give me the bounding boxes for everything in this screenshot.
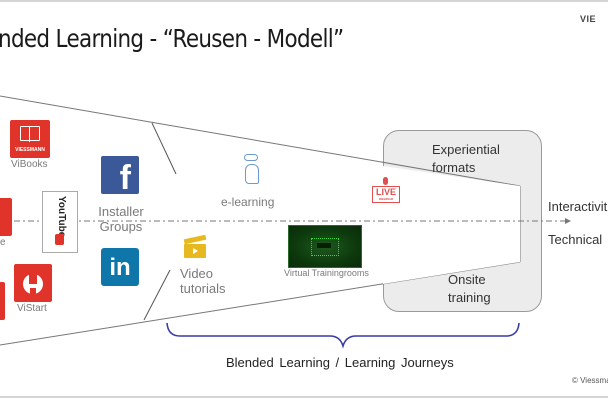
webinar-text: WEBINAR bbox=[378, 197, 394, 201]
virtual-trainingroom-image[interactable] bbox=[288, 225, 362, 268]
inner-top-line bbox=[151, 122, 177, 175]
partial-app-label: e bbox=[0, 237, 6, 248]
vistart-icon[interactable] bbox=[14, 264, 52, 302]
bottom-divider bbox=[0, 396, 608, 398]
technical-label: Technical bbox=[548, 232, 603, 247]
training-line: training bbox=[448, 290, 491, 305]
facebook-icon[interactable]: f bbox=[101, 156, 139, 194]
onsite-line: Onsite bbox=[448, 272, 486, 287]
blended-learning-label: Blended Learning / Learning Journeys bbox=[226, 355, 454, 370]
tutorials-line: tutorials bbox=[180, 281, 226, 296]
brace-icon bbox=[166, 322, 520, 349]
experiential-formats-label: Experiential formats bbox=[432, 141, 500, 177]
linkedin-icon[interactable]: in bbox=[101, 248, 139, 286]
experiential-line: Experiential bbox=[432, 142, 500, 157]
formats-line: formats bbox=[432, 160, 476, 175]
funnel-top-edge bbox=[0, 95, 521, 187]
youtube-label: YouTube bbox=[56, 196, 67, 238]
viessmann-logo: VIE bbox=[580, 14, 597, 24]
inner-bottom-line bbox=[143, 269, 171, 321]
installer-line: Installer bbox=[98, 204, 144, 219]
onsite-training-label: Onsite training bbox=[448, 271, 491, 307]
vibooks-badge: VIESSMANN bbox=[15, 147, 45, 153]
facebook-glyph: f bbox=[119, 159, 131, 194]
linkedin-glyph: in bbox=[109, 254, 131, 281]
top-divider bbox=[0, 0, 608, 2]
axis-arrow-icon bbox=[565, 218, 571, 224]
partial-app-icon[interactable] bbox=[0, 198, 12, 236]
interactivity-label: Interactivit bbox=[548, 199, 608, 214]
funnel-fill bbox=[383, 166, 520, 284]
vistart-label: ViStart bbox=[17, 303, 47, 314]
video-line: Video bbox=[180, 266, 214, 281]
partial-app-icon-2[interactable] bbox=[0, 282, 5, 320]
slide-title: nded Learning - “Reusen - Modell” bbox=[0, 24, 344, 53]
vibooks-label: ViBooks bbox=[11, 159, 48, 170]
groups-line: Groups bbox=[99, 219, 143, 234]
virtual-trainingrooms-label: Virtual Trainingrooms bbox=[284, 268, 369, 278]
elearning-head-icon bbox=[244, 154, 260, 186]
elearning-label: e-learning bbox=[221, 195, 275, 209]
youtube-icon[interactable]: YouTube bbox=[42, 191, 78, 253]
installer-groups-label: Installer Groups bbox=[98, 204, 144, 234]
video-clapper-icon bbox=[183, 234, 207, 259]
vibooks-icon[interactable]: VIESSMANN bbox=[10, 120, 50, 158]
copyright-text: © Viessma bbox=[572, 376, 608, 385]
live-text: LIVE bbox=[375, 187, 396, 197]
video-tutorials-label: Video tutorials bbox=[180, 266, 226, 296]
live-webinar-icon[interactable]: LIVE WEBINAR bbox=[371, 177, 401, 207]
